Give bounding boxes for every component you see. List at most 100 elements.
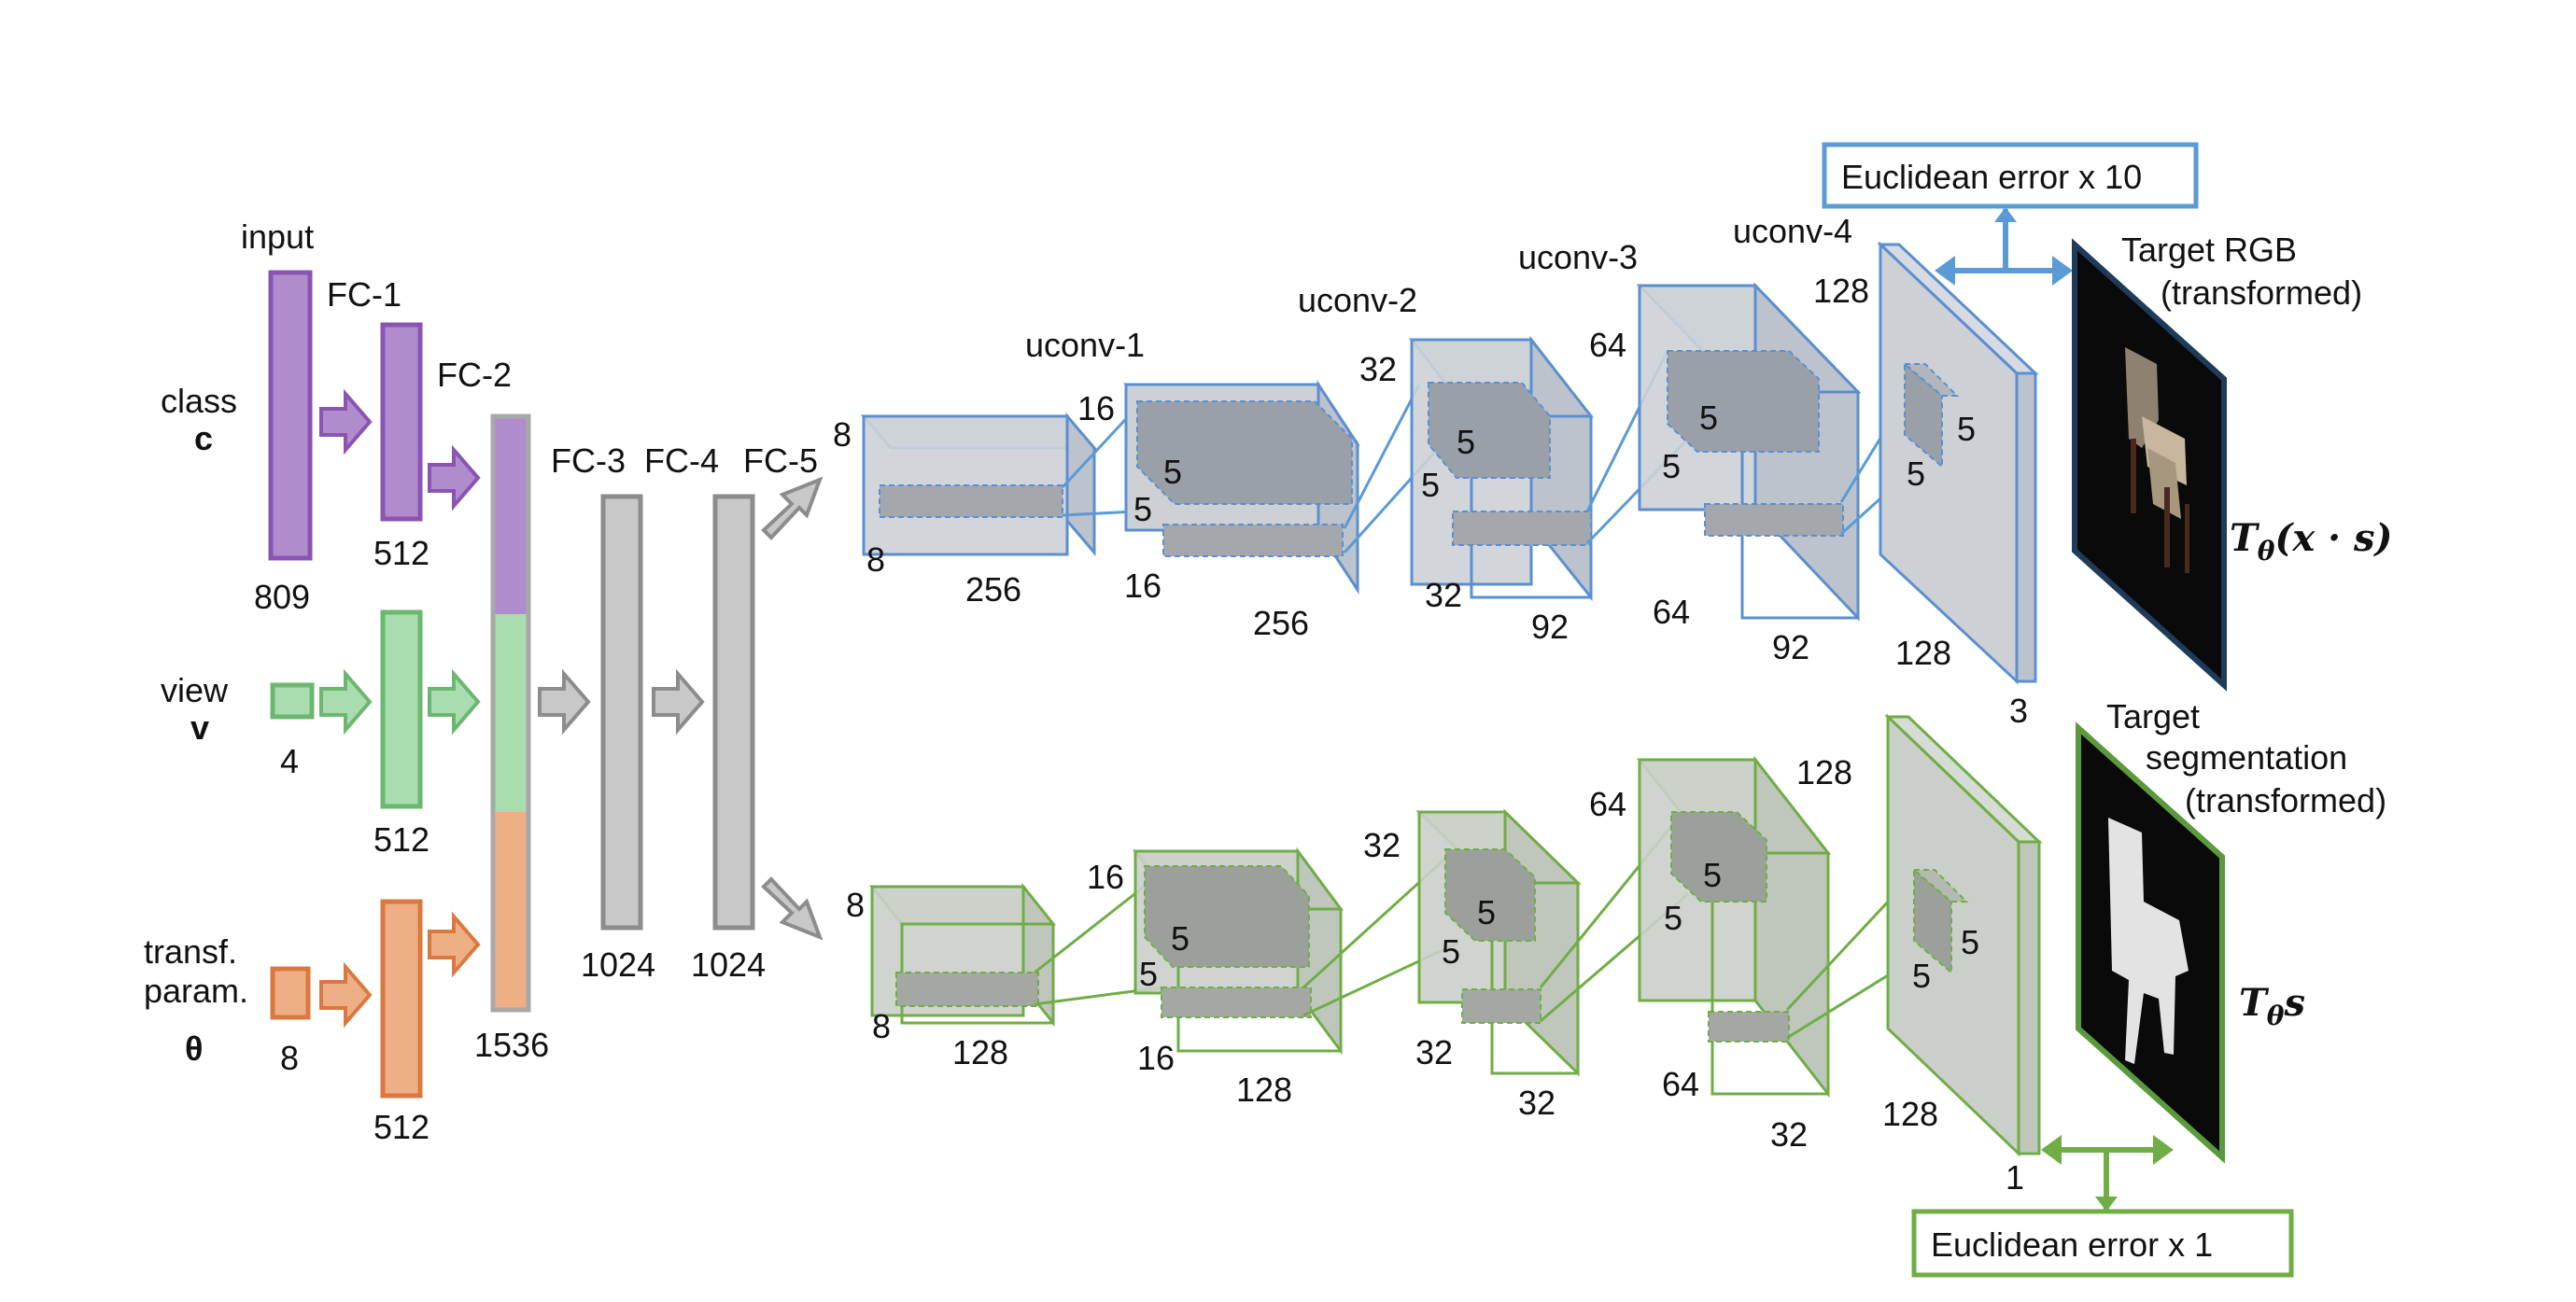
seg-block-0 (868, 882, 1057, 1028)
fc1-view-size: 512 (373, 820, 429, 859)
fc5-label: FC-5 (743, 441, 818, 480)
fc3-size: 1024 (581, 945, 655, 984)
rgb-formula-sub: θ (2258, 536, 2275, 567)
seg-b4-depth: 1 (2006, 1158, 2024, 1197)
rgb-b4-depth: 3 (2009, 692, 2028, 730)
rgb-formula-T: T (2230, 516, 2260, 560)
rgb-block-0 (860, 412, 1098, 557)
seg-b3-k2: 5 (1664, 899, 1682, 937)
arrow-fc5-to-rgb (761, 476, 823, 540)
rgb-b1-top: 16 (1077, 389, 1115, 427)
seg-b3-bottom: 32 (1770, 1115, 1808, 1154)
fc1-label: FC-1 (327, 275, 401, 314)
rgb-b2-k2: 5 (1421, 466, 1440, 504)
seg-formula-sub: θ (2267, 1001, 2285, 1031)
rgb-b3-k1: 5 (1699, 399, 1718, 437)
seg-b4-k2: 5 (1912, 957, 1931, 995)
seg-formula-expr: s (2283, 981, 2305, 1025)
seg-b0-bottom: 128 (952, 1033, 1008, 1071)
seg-formula: Tθs (2239, 981, 2305, 1031)
class-symbol: c (194, 419, 213, 457)
rgb-block-2 (1408, 335, 1595, 602)
arrow-view-fc1-to-fc2 (428, 668, 481, 735)
arrow-transf-fc1-to-fc2 (428, 911, 481, 978)
rgb-b0-bottom: 256 (965, 570, 1021, 609)
fc2-size: 1536 (474, 1026, 549, 1064)
seg-b4-top: 128 (1796, 753, 1852, 791)
rgb-target-line1: Target RGB (2121, 231, 2297, 269)
seg-b1-bottom: 128 (1236, 1071, 1292, 1109)
rgb-b3-bottom: 92 (1772, 628, 1809, 666)
uconv2-label: uconv-2 (1298, 281, 1417, 319)
rgb-b3-top: 64 (1589, 326, 1626, 364)
seg-target-line1: Target (2106, 697, 2200, 735)
transf-label-2: param. (144, 972, 248, 1010)
fc2-label: FC-2 (437, 356, 512, 394)
seg-b4-bottom: 128 (1882, 1095, 1938, 1133)
rgb-b1-k1: 5 (1163, 453, 1182, 491)
seg-b1-top: 16 (1087, 858, 1124, 896)
seg-b0-top: 8 (846, 886, 865, 924)
seg-b3-top: 64 (1589, 785, 1626, 823)
fc2-transf-segment (493, 812, 528, 1010)
seg-b3-k1: 5 (1703, 856, 1722, 894)
transf-symbol: θ (185, 1029, 203, 1068)
fc3-bar (600, 494, 643, 931)
rgb-b0-top: 8 (833, 415, 852, 454)
arrow-fc2-to-fc3 (538, 668, 591, 735)
fc2-class-segment (493, 416, 528, 614)
arrow-class-to-fc1 (319, 388, 373, 455)
arrow-fc5-to-seg (761, 876, 823, 941)
rgb-b4-k1: 5 (1957, 410, 1976, 448)
fc3-label: FC-3 (551, 441, 626, 480)
seg-formula-T: T (2239, 981, 2270, 1025)
rgb-error-box (1822, 142, 2199, 209)
seg-b0-left: 8 (872, 1007, 891, 1045)
seg-target-line3: (transformed) (2185, 781, 2386, 819)
arrow-transf-to-fc1 (319, 961, 373, 1029)
rgb-b4-bottom: 128 (1895, 634, 1951, 672)
rgb-b1-k2: 5 (1133, 490, 1152, 528)
rgb-block-4 (1877, 241, 2039, 685)
rgb-b3-k2: 5 (1662, 447, 1681, 485)
rgb-b1-bottom: 256 (1253, 604, 1309, 642)
seg-b3-left: 64 (1662, 1065, 1699, 1103)
view-symbol: v (190, 708, 209, 747)
rgb-formula-expr: (x · s) (2274, 516, 2392, 560)
transf-size: 8 (280, 1039, 299, 1077)
rgb-target-line2: (transformed) (2161, 273, 2362, 312)
fc2-view-segment (493, 614, 528, 812)
view-size: 4 (280, 742, 299, 780)
fc4-label: FC-4 (644, 441, 719, 480)
input-heading: input (241, 217, 314, 256)
rgb-target-image (2072, 238, 2227, 692)
rgb-b2-left: 32 (1425, 576, 1462, 614)
fc1-transf-size: 512 (373, 1108, 429, 1146)
seg-b2-bottom: 32 (1518, 1084, 1555, 1122)
rgb-b4-top: 128 (1813, 272, 1869, 310)
fc1-class-bar (380, 322, 423, 522)
seg-b2-top: 32 (1363, 826, 1401, 864)
rgb-branch: 8 8 256 16 16 256 5 5 32 32 92 (833, 142, 2199, 730)
seg-error-box (1911, 1209, 2294, 1278)
rgb-b1-left: 16 (1124, 567, 1161, 605)
rgb-formula: Tθ(x · s) (2230, 516, 2392, 567)
class-input-bar (268, 270, 313, 561)
seg-b1-left: 16 (1137, 1039, 1175, 1077)
fc2-bar-outline (490, 413, 531, 1013)
arrow-fc3-to-fc4 (652, 668, 705, 735)
view-input-bar (270, 682, 315, 720)
arrow-class-fc1-to-fc2 (428, 444, 481, 511)
seg-b2-k1: 5 (1477, 893, 1496, 931)
seg-target-line2: segmentation (2146, 738, 2347, 777)
seg-block-4 (1884, 713, 2043, 1157)
seg-block-1 (1133, 847, 1344, 1056)
class-label: class (161, 382, 237, 420)
view-label: view (161, 671, 229, 709)
rgb-b2-bottom: 92 (1531, 608, 1569, 646)
arrow-view-to-fc1 (319, 668, 373, 735)
uconv1-label: uconv-1 (1025, 326, 1145, 364)
rgb-block-1 (1123, 379, 1360, 595)
fc1-transf-bar (380, 899, 423, 1099)
